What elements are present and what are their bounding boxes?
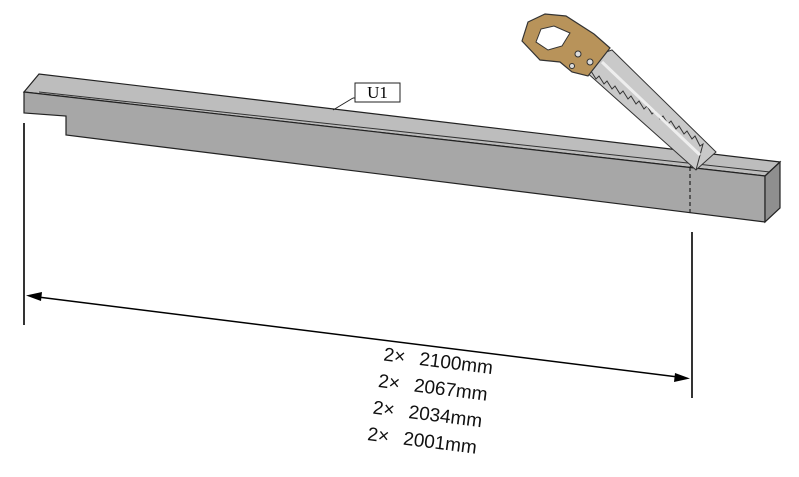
saw-rivet-3 xyxy=(569,63,575,69)
cut-list-item-3-length: 2034mm xyxy=(407,402,483,432)
label-leader-line xyxy=(332,97,354,111)
part-label-box xyxy=(354,82,401,103)
beam-end-face xyxy=(764,160,781,224)
cut-list: 2× 2100mm 2× 2067mm 2× 2034mm 2× 2001mm xyxy=(366,345,494,459)
cut-list-item-1-length: 2100mm xyxy=(418,349,494,379)
cut-list-item-1-qty: 2× xyxy=(382,345,406,369)
hand-saw-icon xyxy=(521,13,717,171)
beam-edge-line xyxy=(38,91,771,173)
cut-list-item-4-qty: 2× xyxy=(366,424,390,448)
dimension-line xyxy=(29,295,687,379)
cut-list-item-3-qty: 2× xyxy=(372,398,396,422)
part-label: U1 xyxy=(367,83,388,102)
timber-beam xyxy=(22,73,782,224)
dimension-arrow-left xyxy=(26,292,42,301)
part-label-callout: U1 xyxy=(332,82,401,111)
cut-list-item-2-qty: 2× xyxy=(377,371,401,395)
length-dimension xyxy=(23,123,693,398)
cut-list-item-2-length: 2067mm xyxy=(413,376,489,406)
saw-teeth xyxy=(574,61,704,171)
saw-handle-grip-hole xyxy=(535,25,571,51)
saw-rivet-1 xyxy=(574,50,582,58)
saw-rivet-2 xyxy=(586,58,594,66)
cut-list-item-4-length: 2001mm xyxy=(402,429,478,459)
dimension-arrow-right xyxy=(674,373,690,382)
saw-blade-shine xyxy=(600,60,702,157)
